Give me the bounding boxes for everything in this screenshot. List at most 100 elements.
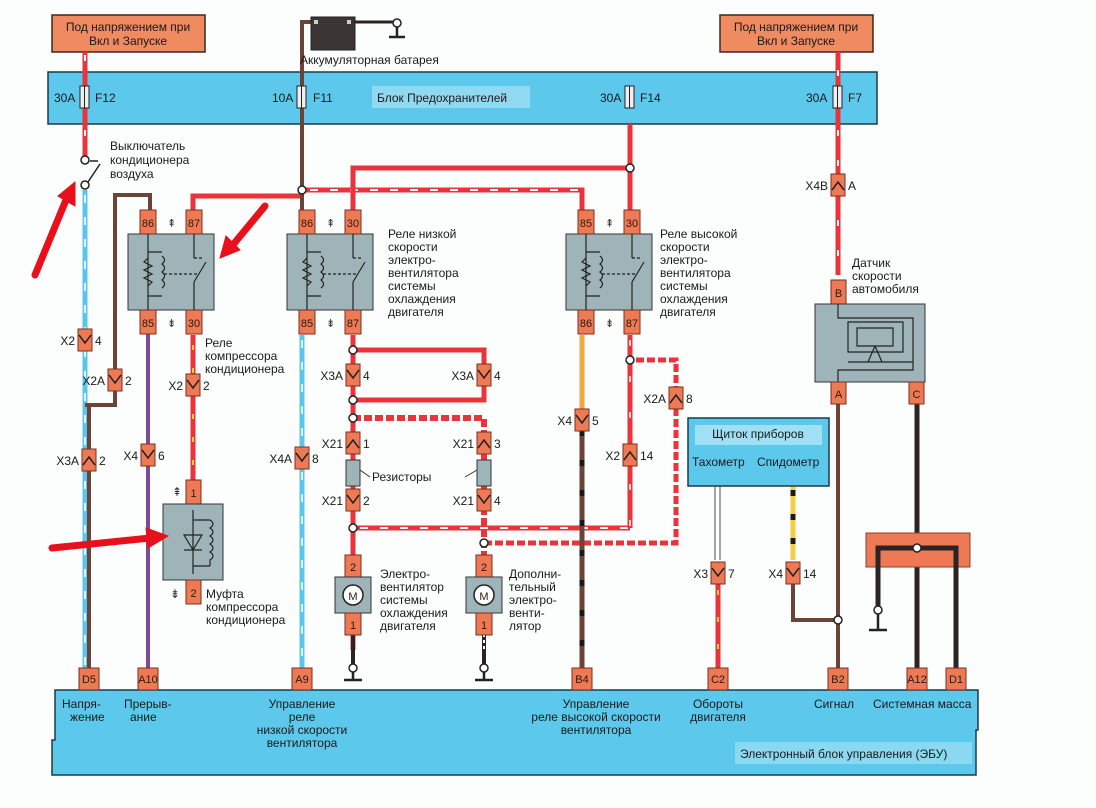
svg-text:Муфта: Муфта (206, 587, 244, 601)
svg-text:4: 4 (95, 334, 102, 348)
svg-text:C2: C2 (711, 674, 725, 686)
svg-text:14: 14 (803, 567, 817, 581)
arrow-to-relay-icon (219, 202, 269, 259)
svg-text:Обороты: Обороты (693, 697, 743, 711)
svg-text:автомобиля: автомобиля (852, 282, 919, 296)
svg-text:A12: A12 (907, 674, 927, 686)
svg-text:4: 4 (494, 494, 501, 508)
svg-text:низкой скорости: низкой скорости (257, 723, 348, 737)
instrument-cluster-title: Щиток приборов (712, 427, 804, 441)
svg-text:X21: X21 (453, 437, 475, 451)
power-source-right: Под напряжением при Вкл и Запуске (719, 14, 874, 53)
svg-text:A: A (848, 179, 856, 193)
svg-text:1: 1 (190, 488, 196, 500)
svg-text:2: 2 (350, 562, 356, 574)
svg-text:реле высокой скорости: реле высокой скорости (531, 710, 660, 724)
junction-dots (297, 163, 922, 625)
svg-text:D1: D1 (949, 674, 963, 686)
svg-text:X4: X4 (557, 414, 572, 428)
svg-text:системы: системы (660, 279, 708, 293)
low-speed-relay-caption: Реле низкойскоростиэлектро-вентилятораси… (388, 227, 459, 319)
svg-text:8: 8 (686, 392, 693, 406)
svg-text:Прерыв-: Прерыв- (124, 697, 172, 711)
svg-text:венти-: венти- (509, 606, 545, 620)
power-source-right-line1: Под напряжением при (734, 20, 858, 34)
svg-text:реле: реле (289, 710, 316, 724)
svg-text:5: 5 (592, 414, 599, 428)
svg-text:B: B (835, 288, 842, 300)
svg-text:X2: X2 (168, 379, 183, 393)
speed-sensor: B A C Датчик скорости автомобиля (814, 256, 926, 405)
svg-text:87: 87 (188, 218, 200, 230)
svg-text:тельный: тельный (509, 580, 556, 594)
fuse-block-label: Блок Предохранителей (377, 91, 507, 105)
svg-text:1: 1 (350, 620, 356, 632)
svg-text:компрессора: компрессора (205, 349, 278, 363)
fans: 2M1Электро-вентиляторсистемыохлаждениядв… (334, 554, 561, 636)
svg-text:вентилятора: вентилятора (660, 266, 731, 280)
power-source-left: Под напряжением при Вкл и Запуске (51, 14, 206, 53)
svg-text:X21: X21 (322, 437, 344, 451)
svg-text:охлаждения: охлаждения (380, 606, 448, 620)
svg-text:X4: X4 (123, 449, 138, 463)
svg-text:электро-: электро- (388, 253, 436, 267)
svg-text:компрессора: компрессора (206, 600, 279, 614)
svg-text:⇟: ⇟ (605, 318, 614, 330)
svg-text:охлаждения: охлаждения (388, 292, 456, 306)
svg-text:3: 3 (494, 437, 501, 451)
annotation-arrows (31, 180, 269, 552)
svg-text:1: 1 (481, 620, 487, 632)
fuse-block: Блок Предохранителей (47, 71, 878, 125)
ecu-pin: B2 (827, 667, 849, 691)
svg-text:X3: X3 (693, 567, 708, 581)
power-source-right-line2: Вкл и Запуске (757, 34, 835, 48)
svg-text:F14: F14 (640, 91, 661, 105)
svg-text:⇞: ⇞ (167, 218, 176, 230)
svg-text:ание: ание (130, 710, 157, 724)
svg-text:10A: 10A (272, 91, 293, 105)
svg-text:⇟: ⇟ (170, 587, 180, 601)
svg-text:охлаждения: охлаждения (660, 292, 728, 306)
connector: X21 3 (453, 431, 501, 455)
ecu: Электронный блок управления (ЭБУ) (51, 689, 979, 776)
svg-text:2: 2 (481, 562, 487, 574)
svg-text:Электро-: Электро- (380, 567, 430, 581)
svg-text:лятор: лятор (509, 619, 542, 633)
svg-text:вентилятора: вентилятора (267, 736, 338, 750)
svg-text:30: 30 (347, 218, 359, 230)
ecu-captions: Напря- жение Прерыв- ание Управление рел… (62, 697, 972, 750)
svg-text:системы: системы (380, 593, 428, 607)
svg-text:⇞: ⇞ (605, 218, 614, 230)
motor-icon: M (479, 591, 488, 603)
svg-text:кондиционера: кондиционера (206, 613, 286, 627)
ecu-pin: A10 (137, 667, 159, 691)
ecu-pin: D1 (945, 667, 967, 691)
battery: Аккумуляторная батарея (300, 16, 439, 70)
svg-text:X3A: X3A (451, 369, 474, 383)
svg-text:Реле низкой: Реле низкой (388, 227, 456, 241)
svg-text:⇞: ⇞ (326, 218, 335, 230)
resistors: Резисторы (345, 459, 492, 487)
svg-text:вентилятора: вентилятора (388, 266, 459, 280)
svg-text:30: 30 (188, 318, 200, 330)
svg-text:X2A: X2A (82, 374, 105, 388)
svg-text:87: 87 (626, 318, 638, 330)
svg-text:30A: 30A (806, 91, 827, 105)
ecu-pin: C2 (707, 667, 729, 691)
svg-text:85: 85 (580, 218, 592, 230)
